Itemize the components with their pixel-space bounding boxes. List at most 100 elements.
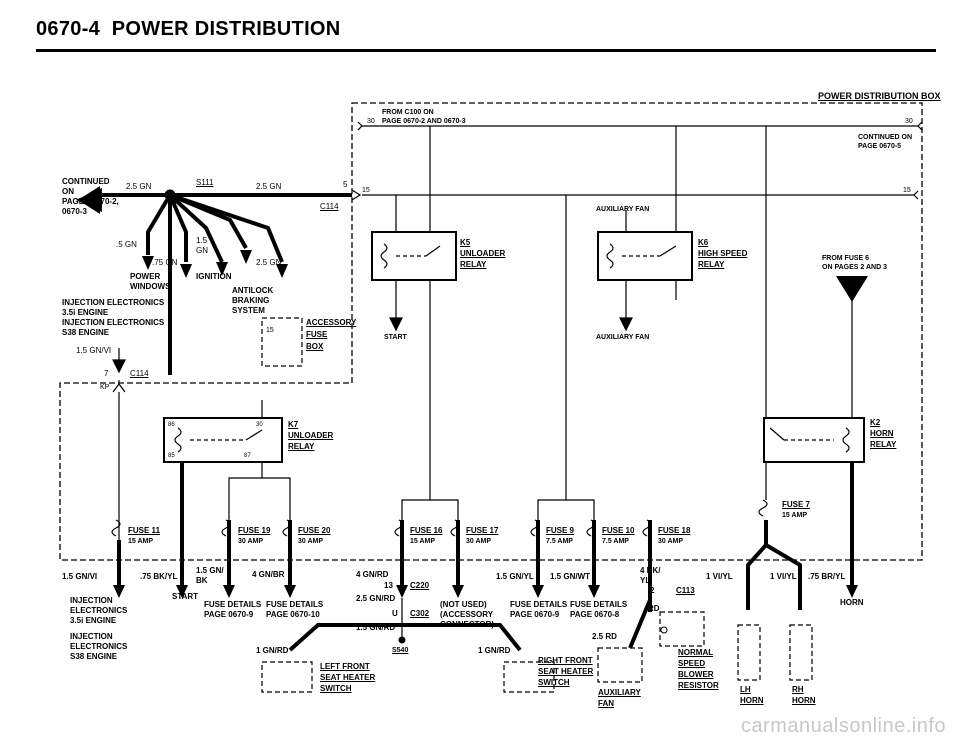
accessory-fuse-box xyxy=(261,317,303,367)
c220-pin: 13 xyxy=(384,581,393,590)
fuse18-1: FUSE 18 xyxy=(658,526,691,535)
output-arrows xyxy=(113,585,858,598)
k7-3: RELAY xyxy=(288,442,315,451)
ignition: IGNITION xyxy=(196,272,232,281)
from-c100-1: FROM C100 ON xyxy=(382,109,434,116)
branch-arrows xyxy=(142,250,288,278)
inj-b5: ELECTRONICS xyxy=(70,642,128,651)
wire-4bkyl-1: 4 BK/ xyxy=(640,566,661,575)
start-b: START xyxy=(172,592,199,601)
inj-b1: INJECTION xyxy=(70,596,113,605)
pin-15: 15 xyxy=(362,187,370,194)
aux-fan-b2: FAN xyxy=(598,699,614,708)
from-fuse6-1: FROM FUSE 6 xyxy=(822,255,870,262)
start-a: START xyxy=(384,334,407,341)
fuse19-1: FUSE 19 xyxy=(238,526,271,535)
page-title-text: POWER DISTRIBUTION xyxy=(111,18,341,40)
afb-1: ACCESSORY xyxy=(306,318,357,327)
switch-boxes xyxy=(261,611,813,693)
wire-5gn: .5 GN xyxy=(116,240,137,249)
bus30-right: 30 xyxy=(905,118,913,125)
fd-8: PAGE 0670-8 xyxy=(570,610,620,619)
fd-2: PAGE 0670-9 xyxy=(204,610,254,619)
c114-top: C114 xyxy=(320,202,339,211)
nsb-2: SPEED xyxy=(678,659,706,668)
rf-2: SEAT HEATER xyxy=(538,667,594,676)
s111-branches xyxy=(146,193,284,375)
wire-25gnrd: 2.5 GN/RD xyxy=(356,594,396,603)
splice-s540: S540 xyxy=(392,647,409,654)
fuse17-1: FUSE 17 xyxy=(466,526,499,535)
cont-right-1: CONTINUED ON xyxy=(858,134,913,141)
k7-30: 30 xyxy=(256,422,263,428)
k7-1: K7 xyxy=(288,420,299,429)
rh-1: RH xyxy=(792,685,804,694)
aux-fan-top: AUXILIARY FAN xyxy=(596,206,650,213)
splice-s111: S111 xyxy=(196,178,214,187)
wire-15gnbk-1: 1.5 GN/ xyxy=(196,566,224,575)
k2-1: K2 xyxy=(870,418,881,427)
wire-15gnbk-2: BK xyxy=(196,576,208,585)
fuse16-2: 15 AMP xyxy=(410,538,436,545)
fuse7-1: FUSE 7 xyxy=(782,500,811,509)
k7-85: 85 xyxy=(168,453,175,459)
horn-label: HORN xyxy=(840,598,864,607)
wire-25gn-b: 2.5 GN xyxy=(256,182,282,191)
wire-15gn-b: GN xyxy=(196,246,208,255)
fuse-squiggles xyxy=(111,499,768,537)
wire-4bkyl-2: YL xyxy=(640,576,651,585)
k5-2: UNLOADER xyxy=(460,249,506,258)
c302: C302 xyxy=(410,609,430,618)
inj-b3: 3.5i ENGINE xyxy=(70,616,117,625)
fuse-leads xyxy=(117,462,854,600)
cont-left-3: PAGES 0670-2, xyxy=(62,197,119,206)
k2-2: HORN xyxy=(870,429,894,438)
fuse20-1: FUSE 20 xyxy=(298,526,331,535)
power-windows-1: POWER xyxy=(130,272,161,281)
k6-relay xyxy=(537,126,693,560)
rh-2: HORN xyxy=(792,696,816,705)
aux-fan-b1: AUXILIARY xyxy=(598,688,641,697)
c113-pin: 2 xyxy=(650,586,655,595)
kp-label: KP xyxy=(100,384,110,391)
wire-15gn-a: 1.5 xyxy=(196,236,208,245)
wire-15gnvi-b: 1.5 GN/VI xyxy=(62,572,98,581)
wire-4gnrd: 4 GN/RD xyxy=(356,570,389,579)
page-title: 0670-4 POWER DISTRIBUTION xyxy=(36,18,341,41)
fd-6: PAGE 0670-9 xyxy=(510,610,560,619)
nsb-4: RESISTOR xyxy=(678,681,719,690)
cont-right-2: PAGE 0670-5 xyxy=(858,143,902,150)
from-c100-2: PAGE 0670-2 AND 0670-3 xyxy=(382,118,466,125)
fd-3: FUSE DETAILS xyxy=(266,600,324,609)
fuse20-2: 30 AMP xyxy=(298,538,324,545)
bus30-left: 30 xyxy=(367,118,375,125)
pin-5: 5 xyxy=(343,180,348,189)
cont-left-1: CONTINUED xyxy=(62,177,110,186)
rd-label: RD xyxy=(648,604,660,613)
fuse11-1: FUSE 11 xyxy=(128,526,161,535)
badge-g-letter: G xyxy=(846,280,855,292)
fuse18-2: 30 AMP xyxy=(658,538,684,545)
horn-feed xyxy=(746,543,802,610)
notused-3: CONNECTOR) xyxy=(440,620,495,629)
nsb-3: BLOWER xyxy=(678,670,714,679)
wire-25gn-c: 2.5 GN xyxy=(256,258,282,267)
inj-b4: INJECTION xyxy=(70,632,113,641)
fuse11-2: 15 AMP xyxy=(128,538,154,545)
wire-15gnrd: 1.5 GN/RD xyxy=(356,623,396,632)
title-rule xyxy=(36,49,936,52)
k5-1: K5 xyxy=(460,238,471,247)
lh-2: HORN xyxy=(740,696,764,705)
afb-2: FUSE xyxy=(306,330,328,339)
k5-relay xyxy=(371,126,459,560)
aux-fan-mid: AUXILIARY FAN xyxy=(596,334,650,341)
afb-3: BOX xyxy=(306,342,324,351)
antilock-2: BRAKING xyxy=(232,296,270,305)
wire-15gnwt: 1.5 GN/WT xyxy=(550,572,591,581)
k6-2: HIGH SPEED xyxy=(698,249,748,258)
c114-b: C114 xyxy=(130,369,149,378)
lf-1: LEFT FRONT xyxy=(320,662,370,671)
wire-25gn-a: 2.5 GN xyxy=(126,182,152,191)
nsb-1: NORMAL xyxy=(678,648,714,657)
lh-1: LH xyxy=(740,685,751,694)
